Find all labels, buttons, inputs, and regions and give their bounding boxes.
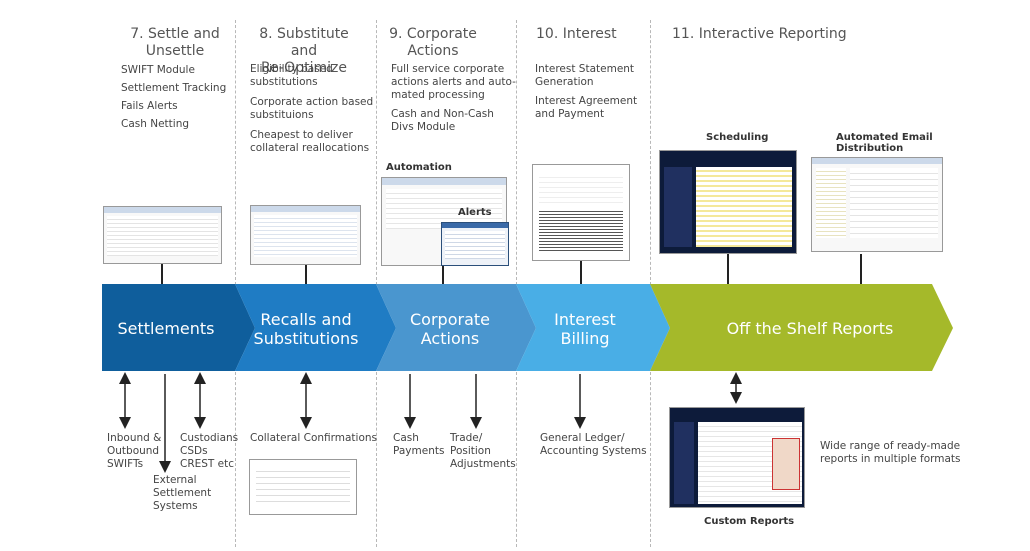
col7-item-3: Fails Alerts [121,100,178,112]
external-label: External Settlement Systems [153,474,212,512]
col10-item-2: Interest Agreement and Payment [535,95,638,120]
interest-connector [580,261,582,284]
col9-item-2: Cash and Non-Cash Divs Module [391,108,494,133]
email-connector [860,254,862,284]
scheduling-connector [727,254,729,284]
interest-screenshot [532,164,630,261]
band-label-corporate: Corporate Actions [410,310,490,348]
substitution-screenshot [250,205,361,265]
band-label-settlements: Settlements [117,319,215,338]
col7-item-4: Cash Netting [121,118,190,130]
divider-2b [376,372,377,547]
substitution-connector [305,265,307,284]
band-interest [516,284,670,371]
email-screenshot [811,157,943,252]
divider-2 [376,20,377,285]
column-title-substitute: 8. Substitute and Re-Optimize [259,26,349,76]
custom-reports-label: Custom Reports [704,516,795,527]
trade-label: Trade/ Position Adjustments [450,432,516,470]
col9-item-1: Full service corporate actions alerts an… [391,63,516,101]
inbound-label: Inbound & Outbound SWIFTs [107,432,162,470]
col7-item-1: SWIFT Module [121,64,195,76]
col7-item-2: Settlement Tracking [121,82,227,94]
band-recalls [235,284,396,371]
settlement-connector [161,264,163,284]
col8-item-3: Cheapest to deliver collateral reallocat… [250,129,370,154]
scheduling-label: Scheduling [706,132,769,143]
band-settlements [102,284,255,371]
column-title-reporting: 11. Interactive Reporting [672,26,847,42]
alerts-screenshot [441,222,509,266]
alerts-label: Alerts [458,207,492,218]
collateral-label: Collateral Confirmations [250,432,378,444]
email-label: Automated Email Distribution [836,132,933,154]
divider-3b [516,372,517,547]
col8-item-2: Corporate action based substituions [250,96,374,121]
divider-4 [650,20,651,285]
divider-1 [235,20,236,285]
custodians-label: Custodians CSDs CREST etc [180,432,239,470]
column-title-interest: 10. Interest [536,26,617,42]
band-reports [650,284,953,371]
divider-4b [650,372,651,547]
divider-1b [235,372,236,547]
custom-reports-screenshot [669,407,805,508]
ledger-label: General Ledger/ Accounting Systems [540,432,647,457]
automation-connector [442,266,444,284]
column-title-settle: 7. Settle and Unsettle [130,26,220,59]
band-label-interest: Interest Billing [554,310,616,348]
collateral-confirmation-screenshot [249,459,357,515]
divider-3 [516,20,517,285]
col10-item-1: Interest Statement Generation [535,63,635,88]
settlement-screenshot [103,206,222,264]
column-title-corporate: 9. Corporate Actions [389,26,477,59]
band-corporate [376,284,536,371]
scheduling-screenshot [659,150,797,254]
automation-label: Automation [386,162,452,173]
ready-made-label: Wide range of ready-made reports in mult… [820,440,961,465]
band-label-reports: Off the Shelf Reports [726,319,894,338]
cash-label: Cash Payments [393,432,445,457]
band-label-recalls: Recalls and Substitutions [253,310,359,348]
col8-item-1: Eligibility based substitutions [250,63,333,88]
